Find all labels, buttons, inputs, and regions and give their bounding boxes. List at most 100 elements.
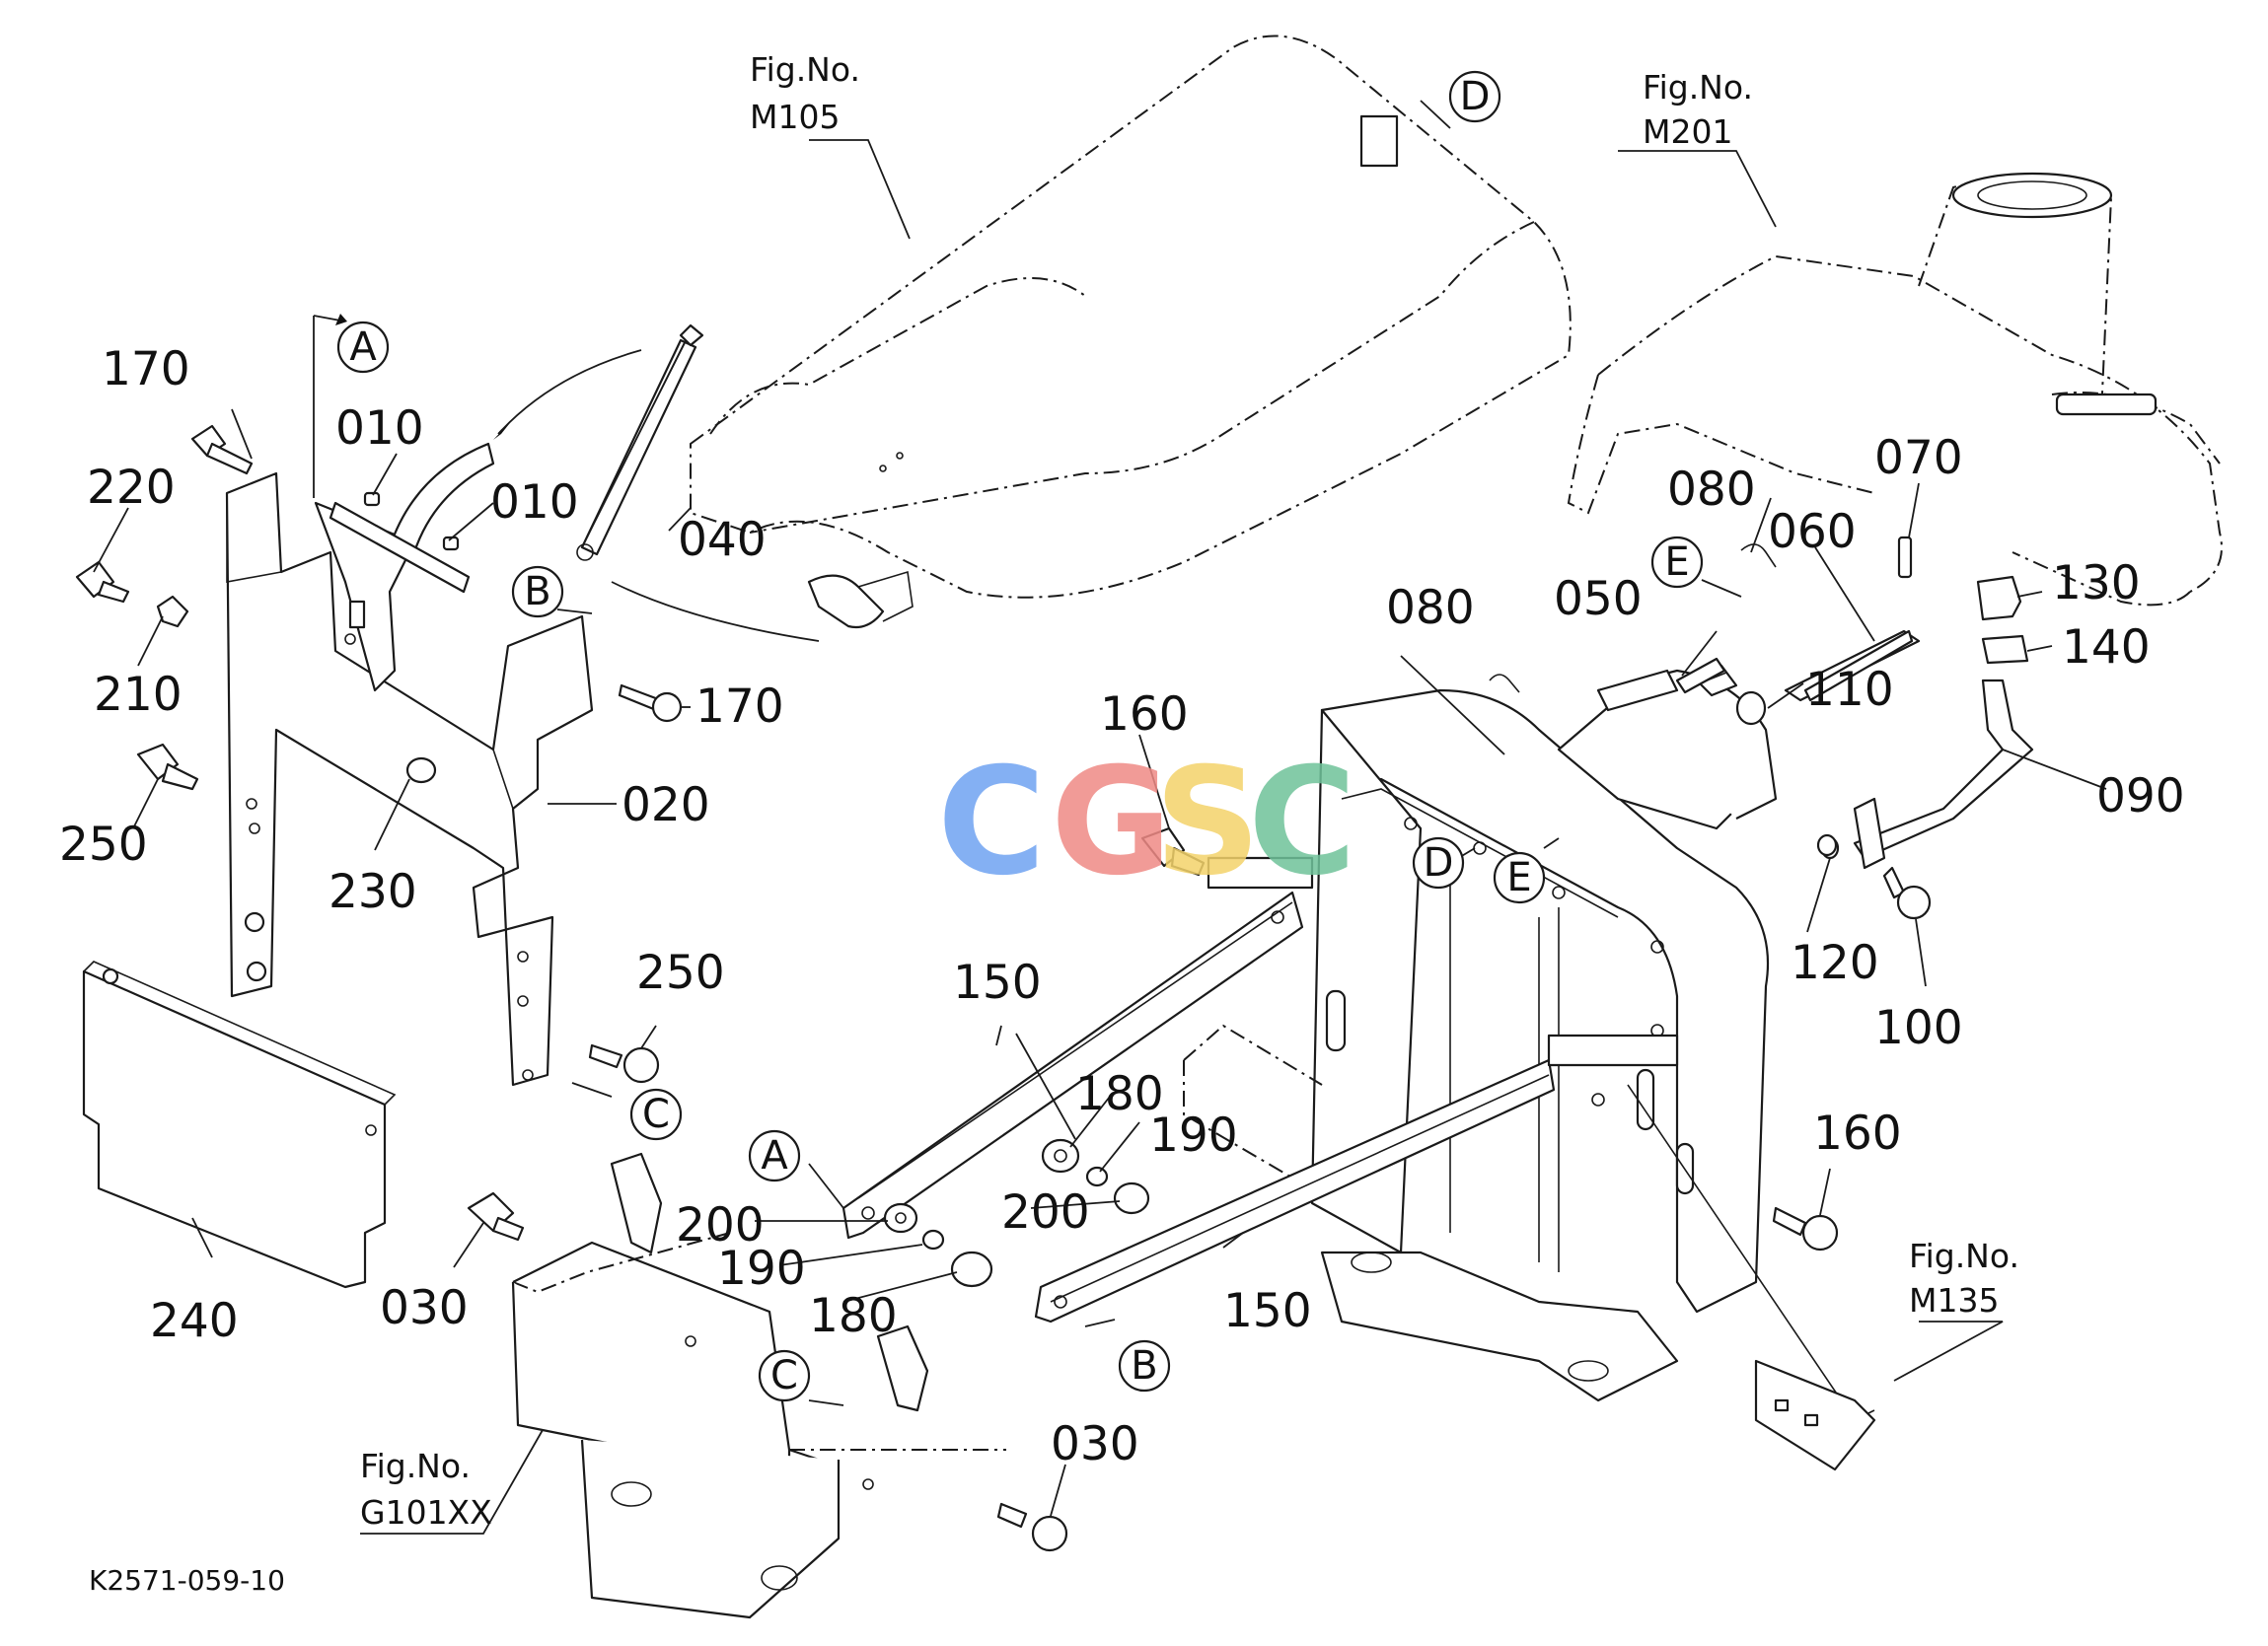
hinge-arm-010 bbox=[329, 442, 495, 594]
fig-ref-m105: Fig.No. M105 bbox=[750, 50, 860, 136]
ref-circle-b1: B bbox=[511, 565, 564, 618]
part-label-020: 020 bbox=[622, 778, 710, 832]
fig-ref-label: Fig.No. bbox=[360, 1447, 471, 1485]
part-label-240: 240 bbox=[150, 1294, 239, 1348]
ref-letter: A bbox=[761, 1133, 788, 1179]
part-label-220: 220 bbox=[87, 461, 176, 515]
part-label-250-left: 250 bbox=[59, 818, 148, 872]
ref-letter: D bbox=[1460, 74, 1491, 119]
ref-letter: E bbox=[1506, 855, 1531, 900]
part-label-250-right: 250 bbox=[636, 946, 725, 1000]
part-label-150-left: 150 bbox=[953, 956, 1042, 1010]
part-label-210: 210 bbox=[94, 668, 183, 722]
part-label-180-right: 180 bbox=[1075, 1067, 1164, 1121]
part-label-040: 040 bbox=[678, 513, 767, 567]
ref-circle-c1: C bbox=[629, 1088, 683, 1141]
washers-right bbox=[1041, 1138, 1150, 1215]
part-label-030-upper: 030 bbox=[380, 1281, 469, 1335]
bolt-100 bbox=[1882, 866, 1932, 920]
part-label-170-top: 170 bbox=[102, 342, 190, 396]
bolt-030-upper bbox=[467, 1191, 525, 1242]
ref-letter: A bbox=[349, 324, 377, 370]
part-label-180-left: 180 bbox=[809, 1289, 898, 1343]
part-label-190-left: 190 bbox=[717, 1242, 806, 1296]
part-label-130: 130 bbox=[2052, 556, 2141, 610]
part-label-230: 230 bbox=[329, 865, 417, 919]
part-label-070: 070 bbox=[1874, 431, 1963, 485]
hood-swing-arc bbox=[611, 581, 820, 642]
part-label-050: 050 bbox=[1554, 572, 1643, 626]
hood-spring-040 bbox=[576, 323, 704, 561]
reference-tag-lines bbox=[313, 100, 1742, 1406]
part-label-190-right: 190 bbox=[1149, 1109, 1238, 1163]
fig-ref-g101xx: Fig.No. G101XX bbox=[360, 1447, 492, 1532]
fig-ref-label: Fig.No. bbox=[1909, 1237, 2019, 1275]
bolt-030-lower bbox=[996, 1502, 1068, 1552]
dashboard-outline bbox=[1567, 172, 2223, 607]
ref-circle-c2: C bbox=[758, 1349, 811, 1402]
ref-circle-a2: A bbox=[748, 1129, 801, 1182]
part-label-100: 100 bbox=[1874, 1001, 1963, 1055]
fig-ref-number: M105 bbox=[750, 98, 840, 136]
plate-240 bbox=[82, 961, 397, 1289]
bolt-250-right bbox=[588, 1043, 660, 1084]
fig-ref-number: G101XX bbox=[360, 1493, 492, 1532]
part-label-110: 110 bbox=[1805, 663, 1894, 717]
ref-circle-d1: D bbox=[1448, 70, 1501, 123]
ref-letter: E bbox=[1664, 539, 1689, 585]
hood-swing-arrow bbox=[497, 349, 642, 435]
ref-letter: C bbox=[770, 1353, 798, 1398]
ref-circle-e1: E bbox=[1650, 536, 1704, 589]
part-label-160-upper: 160 bbox=[1100, 687, 1189, 742]
part-label-200-left: 200 bbox=[676, 1198, 765, 1252]
ref-circle-a1: A bbox=[336, 321, 390, 374]
part-label-160-lower: 160 bbox=[1813, 1107, 1902, 1161]
part-label-120: 120 bbox=[1791, 936, 1879, 990]
fig-ref-label: Fig.No. bbox=[1643, 68, 1753, 107]
part-label-200-right: 200 bbox=[1001, 1185, 1090, 1240]
rod-060 bbox=[1803, 629, 1914, 702]
ref-circle-d2: D bbox=[1412, 836, 1465, 890]
watermark-letter-3: S bbox=[1154, 737, 1261, 908]
ref-letter: B bbox=[524, 569, 550, 614]
bolt-170-mid bbox=[618, 683, 683, 723]
part-label-170-mid: 170 bbox=[695, 680, 784, 734]
washers-left bbox=[883, 1202, 993, 1288]
fig-ref-m201: Fig.No. M201 bbox=[1643, 68, 1753, 151]
bolt-170-top bbox=[190, 424, 254, 475]
hood-swing-arrowhead bbox=[493, 419, 513, 440]
ref-letter: D bbox=[1424, 840, 1454, 886]
watermark-letter-2: G bbox=[1051, 737, 1172, 908]
bolt-160-upper bbox=[1140, 826, 1206, 877]
bolt-160-lower bbox=[1772, 1206, 1839, 1252]
fig-ref-number: M135 bbox=[1909, 1281, 1999, 1320]
bolt-220 bbox=[75, 560, 130, 604]
drawing-code: K2571-059-10 bbox=[89, 1564, 285, 1597]
fig-ref-number: M201 bbox=[1643, 112, 1732, 151]
nut-230 bbox=[405, 756, 437, 784]
part-label-010-a: 010 bbox=[335, 401, 424, 456]
front-frame-g101xx bbox=[511, 1152, 1006, 1619]
part-label-080-right: 080 bbox=[1667, 463, 1756, 517]
washer-120 bbox=[1816, 833, 1838, 857]
ref-letter: B bbox=[1131, 1343, 1157, 1389]
part-label-140: 140 bbox=[2062, 620, 2151, 675]
part-label-030-lower: 030 bbox=[1051, 1417, 1139, 1471]
front-support-frame bbox=[1183, 669, 1876, 1471]
ref-circle-b2: B bbox=[1118, 1339, 1171, 1393]
watermark-letter-4: C bbox=[1248, 737, 1356, 908]
part-label-080-left: 080 bbox=[1386, 581, 1475, 635]
bolt-250-left bbox=[136, 743, 199, 791]
stay-150-right bbox=[1034, 1034, 1679, 1324]
part-label-010-b: 010 bbox=[490, 475, 579, 530]
ref-circle-e2: E bbox=[1493, 851, 1546, 904]
stay-150-left bbox=[841, 856, 1314, 1240]
part-labels: 170 220 210 010 010 040 170 020 250 230 … bbox=[59, 342, 2185, 1471]
spring-050 bbox=[1675, 657, 1726, 694]
hood-outline bbox=[690, 35, 1572, 629]
clip-210 bbox=[156, 595, 189, 628]
clip-080-right bbox=[1740, 543, 1777, 568]
fig-ref-label: Fig.No. bbox=[750, 50, 860, 89]
part-label-060: 060 bbox=[1768, 505, 1857, 559]
